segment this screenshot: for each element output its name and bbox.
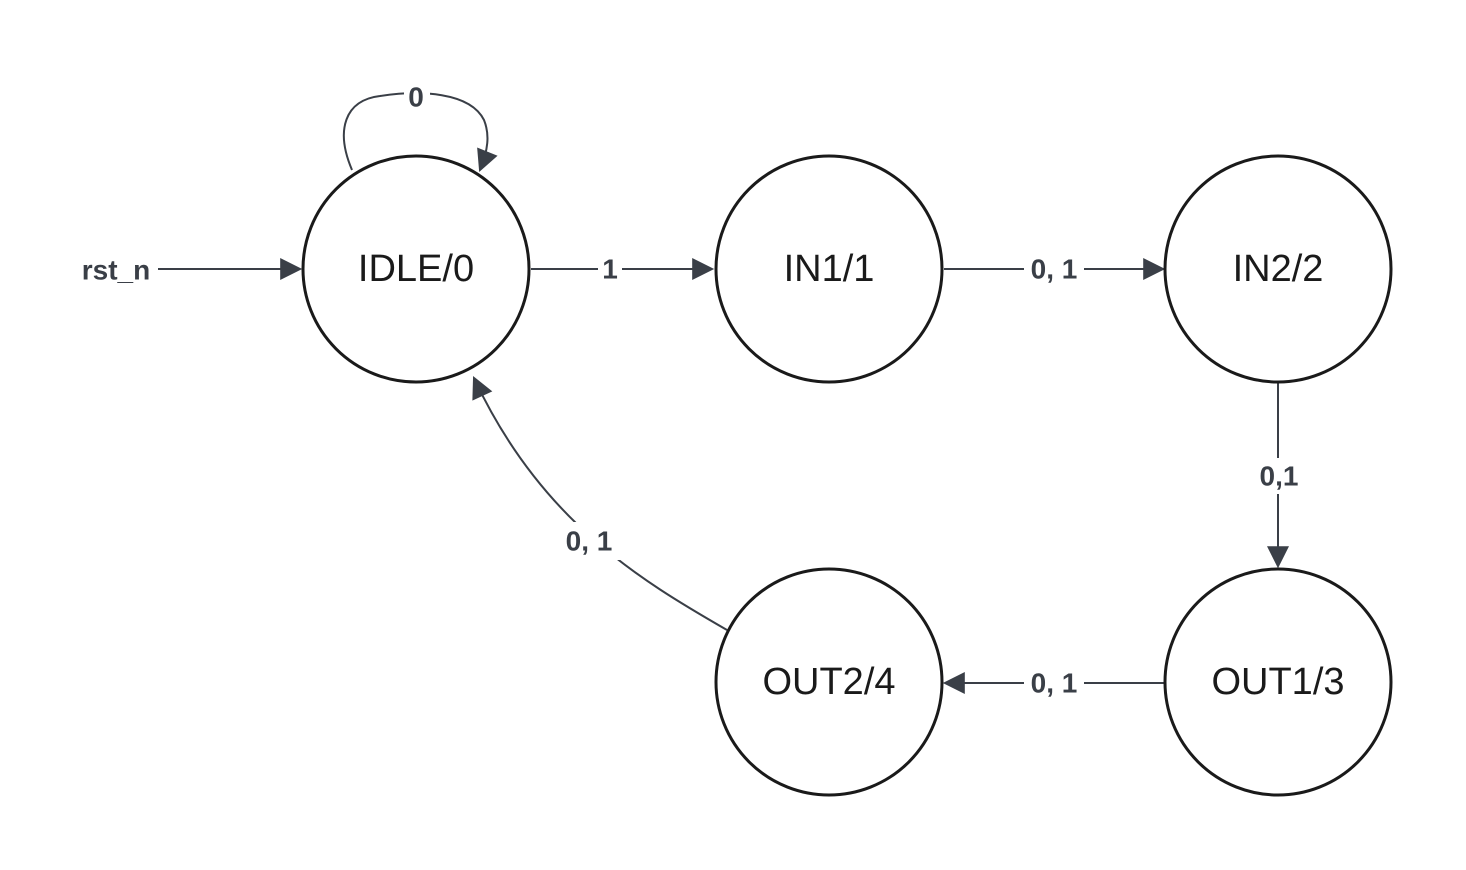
edge-label-idle-to-in1: 1	[602, 254, 618, 285]
state-idle: IDLE/0	[301, 154, 531, 384]
state-out1: OUT1/3	[1163, 567, 1393, 797]
state-label-out2: OUT2/4	[762, 661, 895, 703]
edge-out2-to-idle	[472, 376, 728, 631]
edge-label-in1-to-in2: 0, 1	[1031, 254, 1078, 285]
edge-label-out2-to-idle: 0, 1	[566, 526, 613, 557]
state-label-in2: IN2/2	[1233, 248, 1324, 290]
reset-label: rst_n	[82, 255, 150, 286]
state-out2: OUT2/4	[714, 567, 944, 797]
state-label-idle: IDLE/0	[358, 248, 474, 290]
edge-label-out1-to-out2: 0, 1	[1031, 668, 1078, 699]
state-in1: IN1/1	[714, 154, 944, 384]
edge-label-in2-to-out1: 0,1	[1260, 461, 1299, 492]
state-label-out1: OUT1/3	[1211, 661, 1344, 703]
state-in2: IN2/2	[1163, 154, 1393, 384]
state-label-in1: IN1/1	[784, 248, 875, 290]
edge-label-idle-self: 0	[408, 82, 424, 113]
